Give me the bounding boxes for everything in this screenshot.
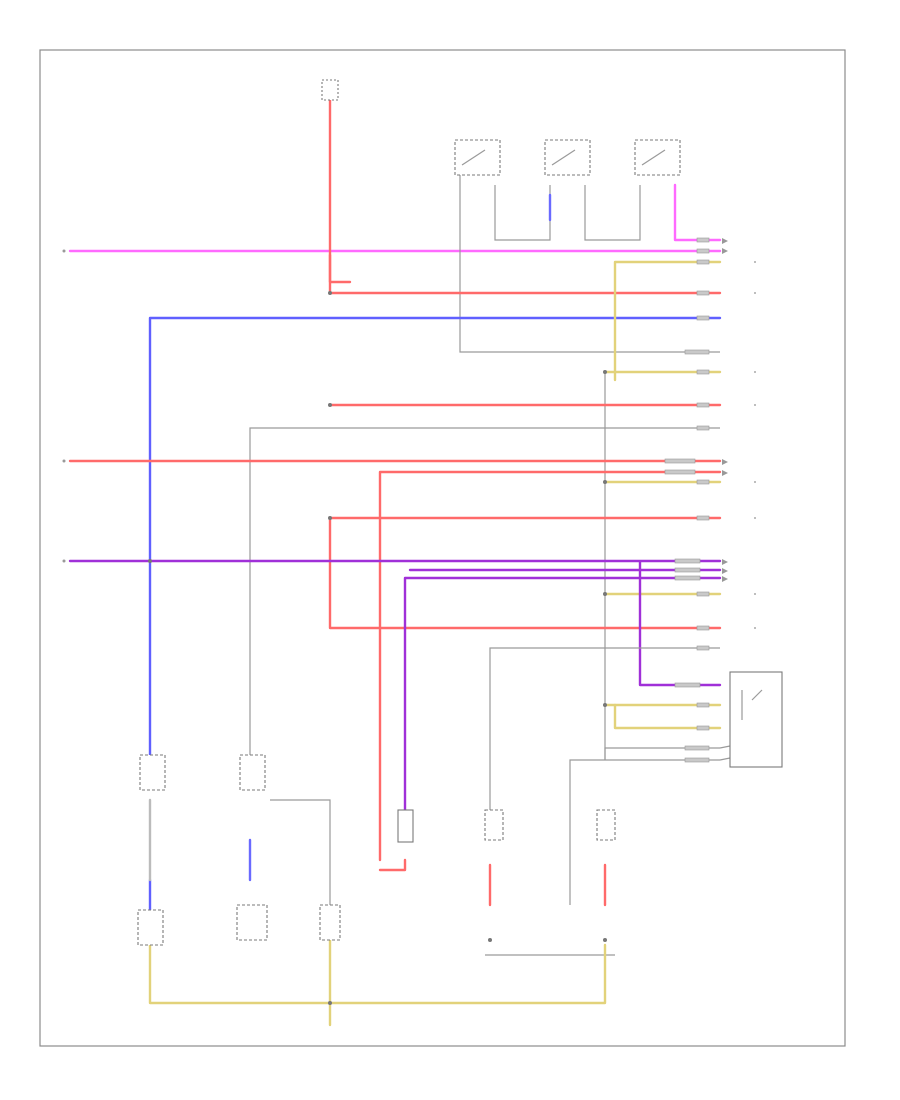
- wire-gray-switch-link: [494, 185, 641, 241]
- sensor-middle: [319, 904, 341, 941]
- wire-red-loop: [328, 516, 722, 630]
- splice-node: [603, 703, 607, 707]
- wire-red-drop-3: [488, 863, 607, 907]
- wire-purple-3: [403, 576, 722, 812]
- wire-gray-4: [569, 759, 720, 905]
- wire-yellow-6: [613, 703, 722, 730]
- wire-gray-2: [249, 427, 720, 760]
- left-connector-markers: [62, 249, 66, 563]
- switch-2: [544, 139, 591, 176]
- right-side-dots: [754, 261, 756, 629]
- wire-yellow-ground: [148, 943, 607, 1005]
- wire-gray-switches: [459, 175, 720, 353]
- diagram-frame: [39, 49, 846, 1047]
- switch-1: [454, 139, 501, 176]
- wire-red-fuse: [328, 98, 722, 295]
- fuse-right-1: [484, 809, 504, 841]
- relay-box: [729, 671, 783, 768]
- connector-terminals: [664, 237, 710, 763]
- splice-node: [603, 480, 607, 484]
- fuse-top: [321, 79, 339, 101]
- wire-red-sensor: [378, 858, 407, 872]
- splice-node: [603, 592, 607, 596]
- splice-node: [328, 291, 332, 295]
- splice-node: [148, 559, 152, 563]
- wire-gray-3: [489, 647, 720, 810]
- splice-node: [328, 1001, 332, 1005]
- wire-gray-5: [604, 747, 720, 760]
- wire-component-link: [270, 799, 331, 910]
- switch-3: [634, 139, 681, 176]
- wire-purple-relay: [638, 560, 722, 687]
- wire-red-fuse-drop: [328, 253, 352, 284]
- wire-blue-main: [148, 316, 722, 762]
- wire-pink-switch3: [673, 183, 722, 242]
- splice-node: [603, 370, 607, 374]
- splice-node: [328, 516, 332, 520]
- fuse-right-2: [596, 809, 616, 841]
- connector-arrows: [722, 238, 728, 582]
- fuse-left: [139, 754, 166, 791]
- wire-red-branch: [378, 470, 722, 862]
- motor-left: [137, 909, 164, 946]
- wire-yellow-top: [613, 260, 722, 382]
- sensor-center: [397, 809, 414, 843]
- splice-node: [328, 403, 332, 407]
- motor-middle: [236, 904, 268, 941]
- ground-point: [488, 938, 607, 942]
- fuse-middle: [239, 754, 266, 791]
